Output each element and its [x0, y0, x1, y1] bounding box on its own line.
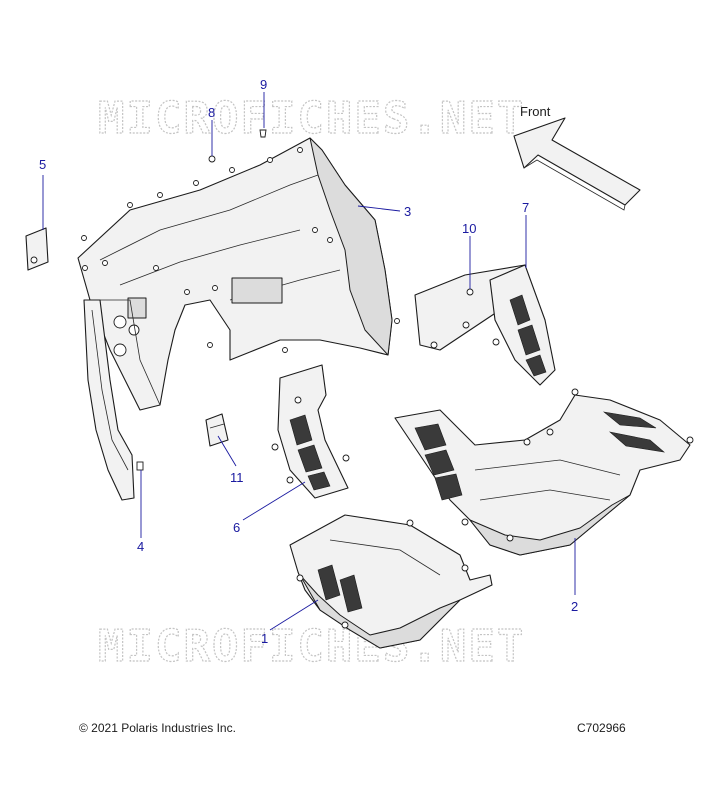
callout-10: 10 — [462, 221, 476, 236]
part-1-floor-pan — [289, 514, 493, 649]
watermark-top: MICROFICHES.NET — [98, 93, 525, 144]
leader-11 — [217, 435, 237, 467]
callout-11: 11 — [230, 470, 244, 485]
fastener-9 — [259, 129, 267, 138]
part-5-cover-plate — [25, 227, 49, 271]
callout-7: 7 — [522, 200, 529, 215]
part-3-bulkhead-panel — [77, 137, 400, 411]
callout-8: 8 — [208, 105, 215, 120]
diagram-code: C702966 — [577, 721, 626, 735]
callout-labels: 1 2 3 4 5 6 7 8 9 10 11 — [39, 77, 578, 646]
front-arrow-label: Front — [520, 104, 551, 119]
callout-5: 5 — [39, 157, 46, 172]
leader-lines — [42, 92, 576, 631]
leader-1 — [269, 599, 319, 631]
callout-3: 3 — [404, 204, 411, 219]
part-11-bracket — [205, 413, 229, 447]
leader-6 — [242, 481, 306, 521]
callout-9: 9 — [260, 77, 267, 92]
leader-3 — [357, 205, 401, 212]
part-2-floor-pan — [394, 388, 694, 556]
watermark-bottom: MICROFICHES.NET — [98, 621, 525, 672]
front-arrow: Front — [513, 104, 641, 211]
callout-1: 1 — [261, 631, 268, 646]
callout-6: 6 — [233, 520, 240, 535]
copyright-text: © 2021 Polaris Industries Inc. — [79, 721, 236, 735]
part-4-side-trim — [83, 299, 144, 501]
part-6-tunnel-panel — [271, 364, 350, 499]
callout-4: 4 — [137, 539, 144, 554]
callout-2: 2 — [571, 599, 578, 614]
part-7-side-mat-panel — [489, 264, 556, 386]
fastener-8 — [208, 155, 216, 163]
